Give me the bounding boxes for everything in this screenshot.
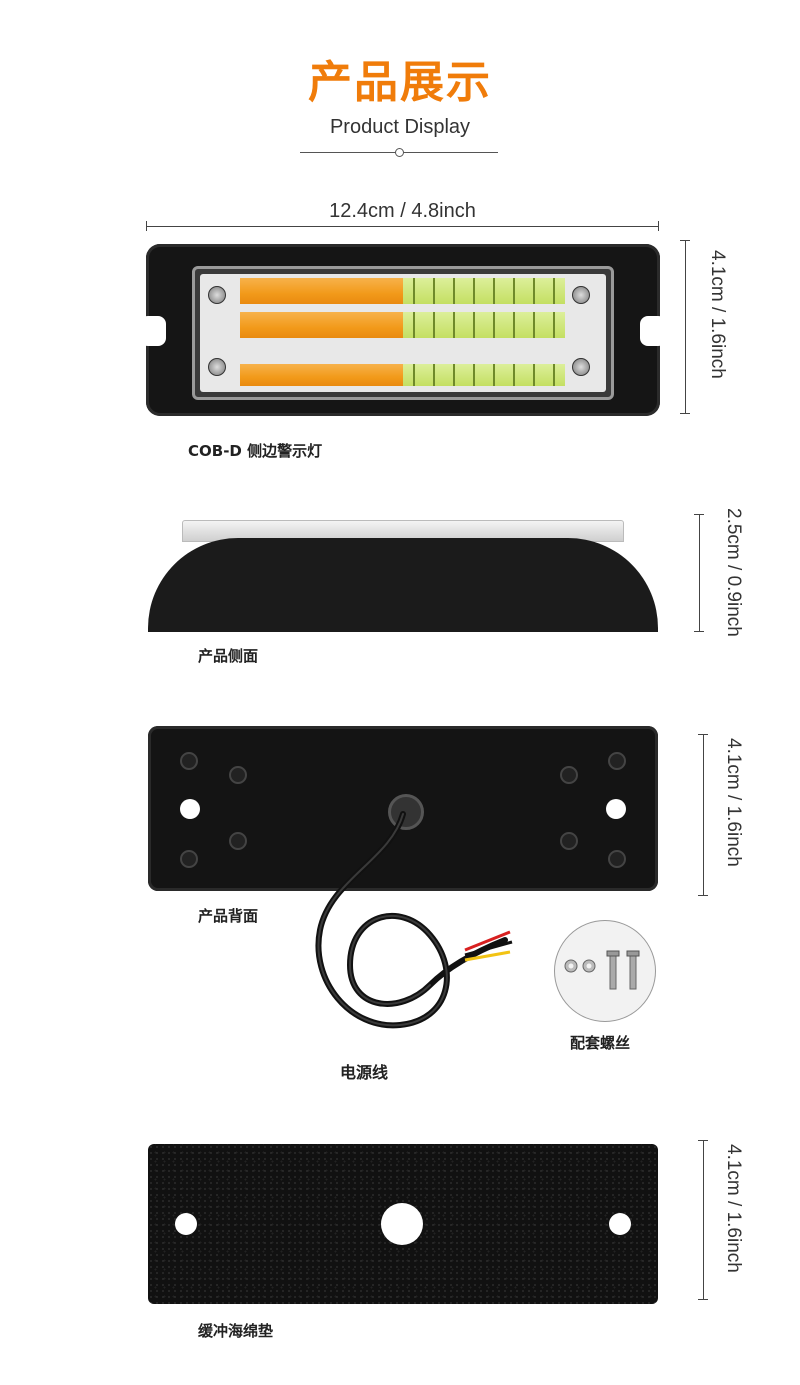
screw-icon [608, 850, 626, 868]
cable-caption: 电源线 [340, 1063, 389, 1082]
foam-hole [175, 1213, 197, 1235]
side-caption: 产品侧面 [198, 647, 259, 665]
screw-icon [560, 832, 578, 850]
power-cable-icon [315, 811, 513, 1029]
green-led-strip [403, 312, 565, 338]
mount-hole [180, 799, 200, 819]
screw-icon [572, 358, 590, 376]
foam-hole [609, 1213, 631, 1235]
screw-icon [608, 752, 626, 770]
screws-caption: 配套螺丝 [570, 1034, 631, 1052]
back-height-label: 4.1cm / 1.6inch [723, 738, 744, 867]
front-mount-slot-left [140, 316, 166, 346]
amber-led-strip [240, 278, 403, 304]
foam-height-line [698, 1140, 708, 1300]
mount-hole [606, 799, 626, 819]
amber-led-strip [240, 364, 403, 386]
screw-icon [229, 832, 247, 850]
foam-center-hole [381, 1203, 423, 1245]
cable-grommet [388, 794, 424, 830]
front-width-line [146, 226, 659, 227]
amber-led-strip [240, 312, 403, 338]
foam-caption: 缓冲海绵垫 [198, 1322, 274, 1340]
green-led-strip [403, 278, 565, 304]
front-mount-slot-right [640, 316, 666, 346]
front-caption: COB-D 侧边警示灯 [188, 442, 323, 460]
front-width-tick-right [658, 221, 659, 231]
page-subtitle: Product Display [329, 116, 471, 138]
front-height-label: 4.1cm / 1.6inch [707, 250, 728, 379]
front-height-line [680, 240, 690, 414]
front-width-label: 12.4cm / 4.8inch [329, 200, 476, 222]
screws-icon [564, 950, 640, 990]
front-width-tick-left [146, 221, 147, 231]
back-caption: 产品背面 [198, 907, 259, 925]
screw-icon [208, 358, 226, 376]
side-height-label: 2.5cm / 0.9inch [723, 508, 744, 637]
screw-icon [180, 850, 198, 868]
back-height-line [698, 734, 708, 896]
screw-icon [572, 286, 590, 304]
green-led-strip [403, 364, 565, 386]
side-height-line [694, 514, 704, 632]
page-title: 产品展示 [308, 57, 492, 108]
foam-pad [148, 1144, 658, 1304]
screw-icon [229, 766, 247, 784]
screws-accessory [554, 920, 656, 1022]
screw-icon [560, 766, 578, 784]
side-light-body [148, 538, 658, 632]
screw-icon [180, 752, 198, 770]
title-divider-dot [395, 148, 404, 157]
screw-icon [208, 286, 226, 304]
foam-height-label: 4.1cm / 1.6inch [723, 1144, 744, 1273]
